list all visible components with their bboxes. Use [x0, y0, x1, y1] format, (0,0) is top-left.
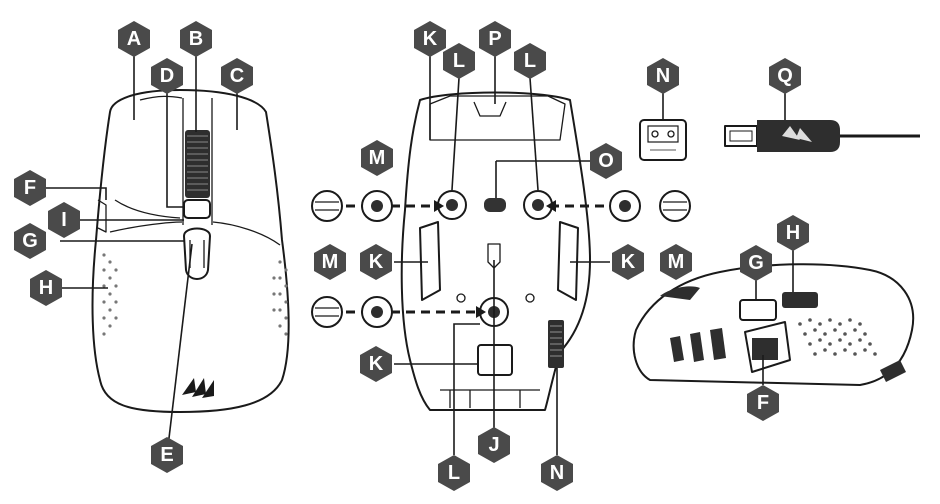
marker-l-right: L — [514, 43, 546, 79]
scroll-wheel — [185, 130, 210, 198]
svg-text:L: L — [453, 50, 465, 72]
svg-text:I: I — [61, 209, 67, 231]
marker-l-bottom: L — [438, 455, 470, 491]
svg-text:H: H — [786, 222, 800, 244]
svg-text:K: K — [369, 251, 384, 273]
marker-d: D — [151, 58, 183, 94]
marker-f-side: F — [747, 385, 779, 421]
svg-text:P: P — [488, 28, 501, 50]
marker-h-side: H — [777, 215, 809, 251]
glide-pad-left — [420, 222, 440, 300]
svg-text:M: M — [369, 147, 386, 169]
marker-m-left-top: M — [361, 140, 393, 176]
svg-text:B: B — [189, 28, 203, 50]
svg-text:C: C — [230, 65, 244, 87]
svg-text:F: F — [757, 392, 769, 414]
marker-p: P — [479, 21, 511, 57]
marker-g: G — [14, 223, 46, 259]
mouse-side-view — [634, 264, 913, 385]
marker-n-bottom: N — [541, 455, 573, 491]
marker-k-left: K — [360, 244, 392, 280]
marker-h: H — [30, 270, 62, 306]
svg-text:K: K — [423, 28, 438, 50]
marker-j: J — [478, 427, 510, 463]
svg-text:L: L — [448, 462, 460, 484]
svg-text:K: K — [369, 353, 384, 375]
glide-pad-bottom — [478, 345, 512, 375]
glide-pad-right — [558, 222, 578, 300]
usb-dongle-icon — [640, 120, 686, 160]
marker-k-top: K — [414, 21, 446, 57]
svg-text:G: G — [748, 252, 764, 274]
svg-text:O: O — [598, 150, 614, 172]
marker-b: B — [180, 21, 212, 57]
svg-text:M: M — [322, 251, 339, 273]
svg-text:J: J — [488, 434, 499, 456]
marker-m-right: M — [660, 244, 692, 280]
marker-n-dongle: N — [647, 58, 679, 94]
svg-text:N: N — [550, 462, 564, 484]
marker-o: O — [590, 143, 622, 179]
svg-text:L: L — [524, 50, 536, 72]
marker-k-right: K — [612, 244, 644, 280]
marker-k-bottom: K — [360, 346, 392, 382]
svg-text:K: K — [621, 251, 636, 273]
marker-f: F — [14, 170, 46, 206]
marker-e: E — [151, 437, 183, 473]
marker-c: C — [221, 58, 253, 94]
marker-l-left: L — [443, 43, 475, 79]
usb-cable-icon — [725, 120, 920, 152]
svg-text:D: D — [160, 65, 174, 87]
sensor-o — [484, 198, 506, 212]
svg-text:G: G — [22, 230, 38, 252]
mouse-bottom-view — [402, 93, 590, 411]
svg-text:Q: Q — [777, 65, 793, 87]
svg-text:M: M — [668, 251, 685, 273]
marker-m-left-bottom: M — [314, 244, 346, 280]
marker-i: I — [48, 202, 80, 238]
svg-text:A: A — [127, 28, 141, 50]
svg-text:N: N — [656, 65, 670, 87]
svg-text:H: H — [39, 277, 53, 299]
svg-text:F: F — [24, 177, 36, 199]
marker-a: A — [118, 21, 150, 57]
svg-text:E: E — [160, 444, 173, 466]
marker-q: Q — [769, 58, 801, 94]
